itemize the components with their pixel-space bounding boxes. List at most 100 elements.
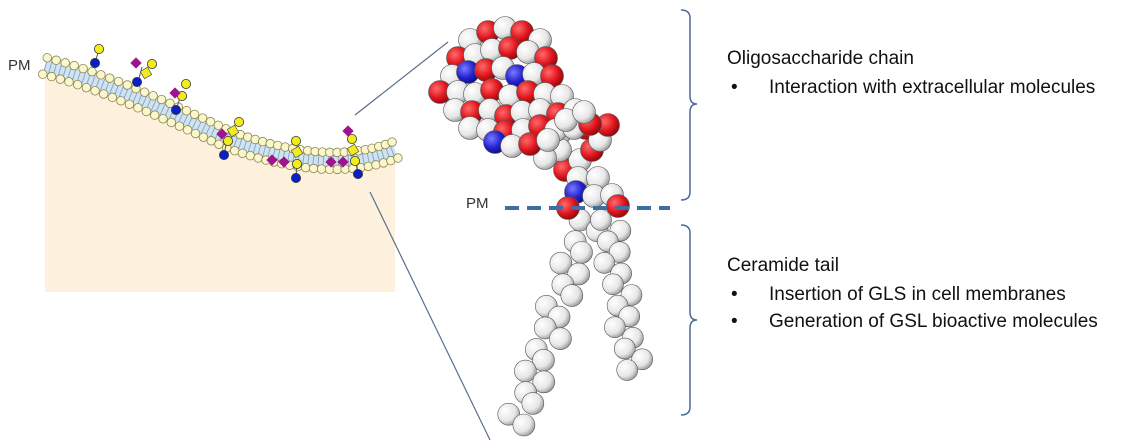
lipid-head-outer — [78, 63, 88, 74]
carbon-atom — [593, 252, 616, 274]
lipid-head-outer — [156, 94, 167, 105]
lipid-head-outer — [273, 140, 283, 151]
carbon-atom — [608, 241, 631, 263]
galactose-icon — [346, 133, 357, 144]
lipid-head-outer — [280, 142, 290, 152]
ceramide-bullet-2: • Generation of GSL bioactive molecules — [727, 308, 1100, 335]
lipid-heads — [38, 53, 403, 175]
carbon-atom — [549, 327, 572, 350]
oligosaccharide-text-block: Oligosaccharide chain • Interaction with… — [727, 48, 1100, 101]
glucose-icon — [352, 168, 363, 179]
lipid-head-inner — [190, 128, 201, 139]
lipid-head-inner — [174, 121, 185, 131]
carbon-atom — [570, 241, 593, 264]
bullet-text: Insertion of GLS in cell membranes — [769, 284, 1066, 305]
lipid-head-outer — [42, 53, 52, 63]
lipid-head-inner — [150, 110, 160, 120]
lipid-head-outer — [105, 73, 115, 83]
lipid-head-inner — [324, 164, 335, 175]
lipid-head-inner — [64, 77, 74, 87]
lipid-head-inner — [206, 136, 216, 146]
carbon-atom — [567, 262, 590, 286]
carbon-atom — [616, 359, 639, 381]
lipid-head-inner — [46, 71, 57, 82]
galactose-icon — [222, 135, 233, 146]
lipid-head-inner — [393, 153, 403, 163]
galactose-icon — [290, 135, 301, 146]
ceramide-heading: Ceramide tail — [727, 255, 839, 276]
lipid-head-outer — [69, 60, 79, 71]
bullet-icon: • — [731, 311, 738, 332]
sialic-acid-icon — [266, 154, 278, 166]
lipid-head-inner — [214, 139, 224, 149]
bullet-icon: • — [731, 77, 738, 98]
lipid-head-outer — [113, 76, 124, 87]
pm-label-left: PM — [8, 57, 31, 74]
pm-label-right: PM — [466, 195, 489, 212]
sialic-acid-icon — [278, 156, 290, 168]
lipid-head-outer — [139, 87, 150, 97]
lipid-head-inner — [332, 164, 343, 175]
lipid-head-inner — [237, 148, 248, 158]
glucose-icon — [218, 149, 229, 160]
lipid-head-inner — [141, 106, 152, 117]
carbon-atom — [613, 337, 636, 360]
lipid-head-inner — [253, 153, 263, 163]
carbon-atom — [560, 284, 584, 307]
glycolipid-glycans — [90, 44, 363, 183]
lipid-head-outer — [165, 98, 175, 108]
oligosaccharide-heading: Oligosaccharide chain — [727, 48, 914, 69]
carbon-atom — [631, 348, 653, 371]
lipid-head-outer — [181, 105, 192, 116]
lipid-head-outer — [197, 113, 208, 123]
lipid-head-inner — [81, 82, 92, 93]
glucose-icon — [290, 172, 301, 183]
lipid-head-outer — [189, 109, 200, 120]
lipid-head-outer — [205, 117, 216, 127]
galactosamine-icon — [226, 124, 240, 138]
carbon-atom — [604, 316, 626, 338]
lipid-head-inner — [300, 162, 311, 173]
glucose-icon — [170, 105, 181, 116]
lipid-head-outer — [96, 70, 106, 80]
lipid-head-inner — [166, 117, 176, 128]
galactosamine-icon — [139, 66, 153, 80]
lipid-head-outer — [87, 66, 97, 77]
galactose-icon — [180, 79, 191, 90]
glucose-icon — [90, 58, 101, 69]
galactosamine-icon — [346, 143, 360, 157]
carbon-atom — [572, 100, 596, 124]
lipid-head-outer — [213, 120, 224, 131]
cell-membrane-panel: PM — [8, 44, 403, 292]
sialic-acid-icon — [216, 128, 228, 140]
lipid-head-inner — [55, 74, 65, 84]
glycosphingolipid-model — [428, 16, 653, 437]
lipid-head-inner — [116, 96, 126, 106]
lipid-head-inner — [182, 125, 193, 135]
lipid-head-inner — [230, 146, 240, 156]
lipid-head-inner — [363, 161, 374, 172]
lipid-head-inner — [107, 92, 118, 103]
lipid-head-inner — [316, 164, 327, 174]
lipid-head-inner — [90, 86, 100, 96]
cytoplasm-area — [45, 78, 395, 292]
galactose-icon — [349, 155, 360, 166]
bullet-icon: • — [731, 284, 738, 305]
lipid-head-outer — [60, 58, 70, 68]
galactose-icon — [291, 158, 302, 169]
lipid-head-inner — [133, 103, 143, 113]
glucose-icon — [131, 77, 142, 88]
sialic-acid-icon — [130, 57, 142, 69]
carbon-atom — [512, 413, 536, 437]
zoom-line-top — [354, 41, 449, 116]
lipid-head-inner — [99, 89, 109, 99]
galactose-icon — [233, 117, 244, 128]
lipid-head-inner — [198, 132, 209, 142]
oligosaccharide-bullet-1: • Interaction with extracellular molecul… — [727, 74, 1100, 101]
lipid-head-inner — [245, 151, 255, 161]
lipid-head-outer — [387, 137, 397, 147]
lipid-head-inner — [124, 99, 135, 109]
galactose-icon — [146, 59, 157, 70]
carbon-atom — [532, 370, 556, 394]
